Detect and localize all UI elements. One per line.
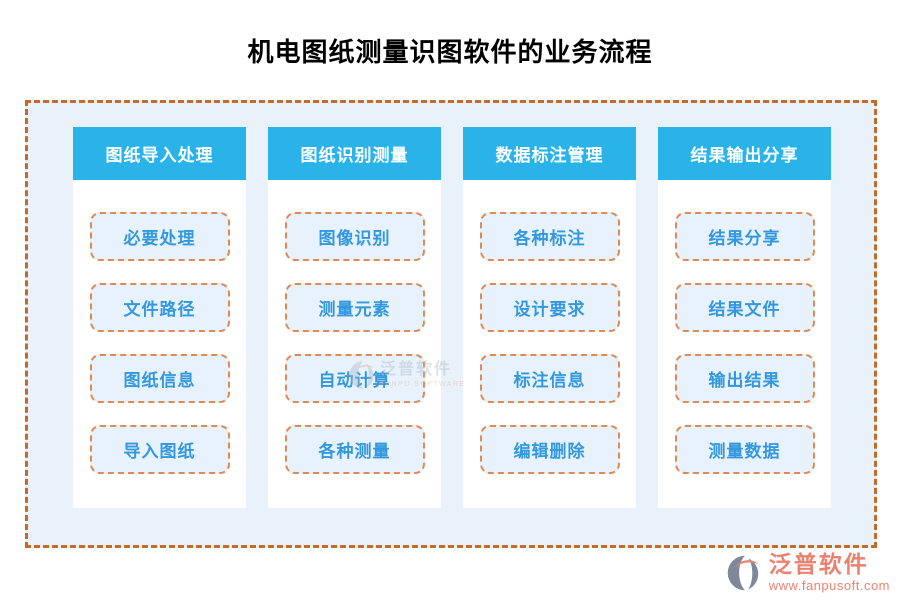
footer-brand-name: 泛普软件 <box>768 551 869 577</box>
column-header: 图纸导入处理 <box>73 127 246 180</box>
flow-node: 各种测量 <box>284 425 425 474</box>
footer-text: 泛普软件 www.fanpusoft.com <box>768 551 890 593</box>
flow-node: 测量数据 <box>674 425 815 474</box>
flow-column-recognition: 图纸识别测量 图像识别 测量元素 自动计算 各种测量 <box>268 127 441 508</box>
flow-node: 结果文件 <box>674 283 815 332</box>
flow-node: 文件路径 <box>89 283 230 332</box>
flow-node: 图纸信息 <box>89 354 230 403</box>
fanpu-logo-icon <box>727 555 759 590</box>
flow-node: 结果分享 <box>674 212 815 261</box>
column-body: 必要处理 文件路径 图纸信息 导入图纸 <box>73 180 246 508</box>
flow-node: 自动计算 <box>284 354 425 403</box>
column-header: 图纸识别测量 <box>268 127 441 180</box>
flow-node: 编辑删除 <box>479 425 620 474</box>
flow-node: 必要处理 <box>89 212 230 261</box>
flow-node: 各种标注 <box>479 212 620 261</box>
column-body: 图像识别 测量元素 自动计算 各种测量 <box>268 180 441 508</box>
column-header: 数据标注管理 <box>463 127 636 180</box>
page-title: 机电图纸测量识图软件的业务流程 <box>247 37 653 67</box>
footer-url-link[interactable]: www.fanpusoft.com <box>768 578 890 593</box>
flow-column-import: 图纸导入处理 必要处理 文件路径 图纸信息 导入图纸 <box>73 127 246 508</box>
flow-node: 设计要求 <box>479 283 620 332</box>
flow-node: 图像识别 <box>284 212 425 261</box>
flow-container: 图纸导入处理 必要处理 文件路径 图纸信息 导入图纸 图纸识别测量 图像识别 测… <box>25 100 877 548</box>
flow-node: 测量元素 <box>284 283 425 332</box>
flow-column-annotation: 数据标注管理 各种标注 设计要求 标注信息 编辑删除 <box>463 127 636 508</box>
column-body: 各种标注 设计要求 标注信息 编辑删除 <box>463 180 636 508</box>
flow-node: 导入图纸 <box>89 425 230 474</box>
flow-column-output: 结果输出分享 结果分享 结果文件 输出结果 测量数据 <box>658 127 831 508</box>
footer-brand: 泛普软件 www.fanpusoft.com <box>726 553 890 592</box>
flow-node: 标注信息 <box>479 354 620 403</box>
column-body: 结果分享 结果文件 输出结果 测量数据 <box>658 180 831 508</box>
flow-node: 输出结果 <box>674 354 815 403</box>
column-header: 结果输出分享 <box>658 127 831 180</box>
